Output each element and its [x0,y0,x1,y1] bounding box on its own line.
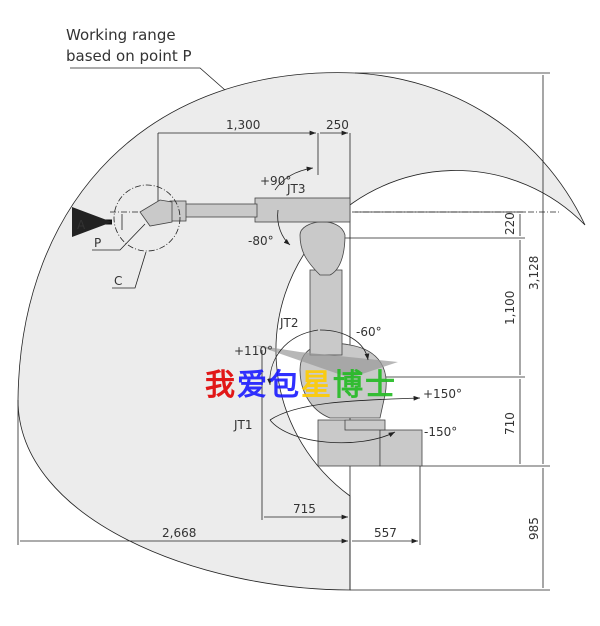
angle-jt1-pos: +150° [423,387,462,401]
watermark-char: 爱 [237,368,269,403]
angle-jt2-pos: +110° [234,344,273,358]
dim-220: 220 [503,212,517,235]
angle-jt2-neg: -60° [356,325,382,339]
watermark-char: 星 [301,368,333,403]
dim-3128: 3,128 [527,256,541,290]
dim-1300: 1,300 [226,118,260,132]
joint-rotation-arcs [267,166,421,444]
circle-c [113,184,181,252]
angle-jt3-neg: -80° [248,234,274,248]
watermark-char: 士 [365,368,397,403]
robot-body [139,197,423,467]
title-line2: based on point P [66,47,192,65]
watermark-char: 包 [269,368,301,403]
title-line1: Working range [66,26,176,44]
dim-1100: 1,100 [503,291,517,325]
angle-jt3-pos: +90° [260,174,291,188]
dim-710: 710 [503,412,517,435]
watermark-char: 我 [205,368,237,403]
dim-985: 985 [527,517,541,540]
dim-250: 250 [326,118,349,132]
dimension-lines [17,72,560,591]
dim-557: 557 [374,526,397,540]
dim-715: 715 [293,502,316,516]
label-a: A [77,218,86,232]
label-p: P [94,236,101,250]
label-c: C [114,274,122,288]
angle-jt1-neg: -150° [424,425,457,439]
watermark-char: 博 [333,368,365,403]
label-jt3: JT3 [286,182,306,196]
label-jt1: JT1 [233,418,253,432]
watermark: 我爱包星博士 [205,360,397,404]
title-leader [70,67,226,91]
dim-2668: 2,668 [162,526,196,540]
label-jt2: JT2 [279,316,299,330]
